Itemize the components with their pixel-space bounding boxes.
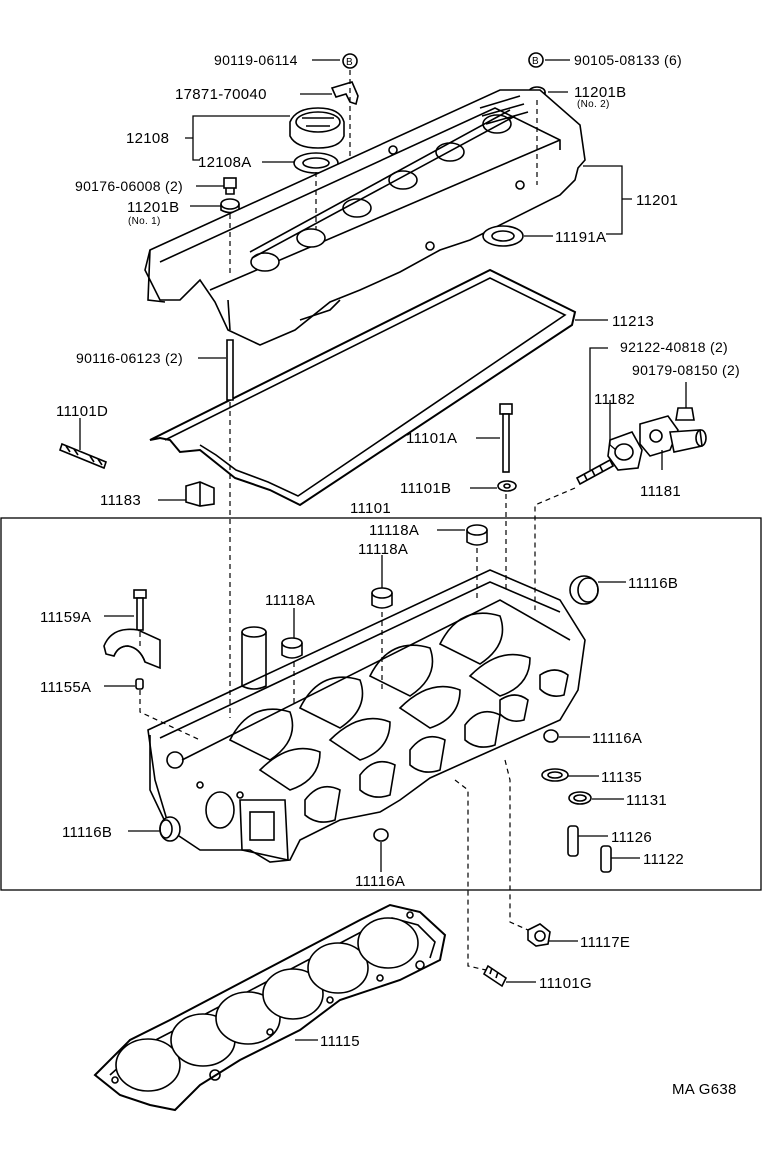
plug-11116a-right[interactable] bbox=[543, 729, 559, 743]
assembly-guide-lines bbox=[139, 70, 576, 971]
callout-11101a: 11101A bbox=[406, 430, 457, 447]
head-cover-gasket[interactable] bbox=[149, 268, 577, 507]
bolt-90176[interactable] bbox=[223, 177, 237, 195]
bolt-90179[interactable] bbox=[675, 407, 695, 421]
seal-11135[interactable] bbox=[541, 768, 569, 782]
cylinder-head-group-box bbox=[0, 517, 762, 891]
badge-letter: B bbox=[532, 56, 539, 67]
callout-11101d: 11101D bbox=[56, 403, 108, 420]
oil-filler-cap[interactable] bbox=[289, 107, 345, 149]
callout-11135: 11135 bbox=[601, 769, 642, 786]
cylinder-head-cover[interactable] bbox=[144, 89, 586, 346]
callout-11201: 11201 bbox=[636, 192, 678, 209]
callout-11183: 11183 bbox=[100, 492, 141, 509]
callout-11122: 11122 bbox=[643, 851, 684, 868]
callout-92122-40818: 92122-40818 (2) bbox=[620, 339, 728, 355]
plug-11116b-left[interactable] bbox=[159, 816, 181, 842]
callout-11191a: 11191A bbox=[555, 229, 606, 246]
seal-plate-11183[interactable] bbox=[185, 481, 215, 507]
callout-11201b-no2-note: (No. 2) bbox=[577, 99, 610, 110]
callout-11213: 11213 bbox=[612, 313, 654, 330]
callout-11117e: 11117E bbox=[580, 934, 630, 951]
callout-11101b: 11101B bbox=[400, 480, 451, 497]
plug-11116b-right[interactable] bbox=[569, 575, 599, 605]
callout-11116a-right: 11116A bbox=[592, 730, 642, 747]
reference-code: MA G638 bbox=[672, 1081, 737, 1098]
cap-nut-90105[interactable]: B bbox=[528, 52, 544, 68]
head-gasket[interactable] bbox=[93, 903, 447, 1112]
callout-labels: 90119-06114 90105-08133 (6) 17871-70040 … bbox=[40, 52, 740, 1098]
callout-11181: 11181 bbox=[640, 483, 681, 500]
callout-11159a: 11159A bbox=[40, 609, 91, 626]
plug-tube[interactable] bbox=[241, 626, 267, 690]
stud-11101g[interactable] bbox=[482, 964, 508, 988]
callout-11116b-left: 11116B bbox=[62, 824, 112, 841]
callout-90176-06008: 90176-06008 (2) bbox=[75, 178, 183, 194]
plug-tube-gasket[interactable] bbox=[482, 225, 524, 247]
plug-11116a-bottom[interactable] bbox=[373, 828, 389, 842]
grommet-11118a-3[interactable] bbox=[281, 637, 303, 659]
pin-11155a[interactable] bbox=[135, 678, 144, 690]
seal-11131[interactable] bbox=[568, 791, 592, 805]
callout-12108: 12108 bbox=[126, 130, 169, 147]
grommet-11118a-2[interactable] bbox=[371, 587, 393, 609]
stud-92122[interactable] bbox=[575, 458, 615, 486]
gasket-11182[interactable] bbox=[607, 431, 643, 471]
callout-11101g: 11101G bbox=[539, 975, 592, 992]
callout-11182: 11182 bbox=[594, 391, 635, 408]
badge-letter: B bbox=[346, 57, 353, 68]
bolt-11159a[interactable] bbox=[133, 589, 147, 631]
washer-11101b[interactable] bbox=[497, 480, 517, 492]
grommet-no1[interactable] bbox=[220, 198, 240, 214]
callout-11101: 11101 bbox=[350, 500, 391, 517]
grommet-11118a-1[interactable] bbox=[466, 524, 488, 546]
leader-lines bbox=[79, 59, 687, 1041]
callout-90105-08133: 90105-08133 (6) bbox=[574, 52, 682, 68]
callout-12108a: 12108A bbox=[198, 154, 252, 171]
callout-90179-08150: 90179-08150 (2) bbox=[632, 362, 740, 378]
callout-11118a-mid: 11118A bbox=[358, 541, 408, 558]
callout-11116a-bottom: 11116A bbox=[355, 873, 405, 890]
stud-11101d[interactable] bbox=[59, 442, 107, 470]
callout-11116b-right: 11116B bbox=[628, 575, 678, 592]
callout-11115: 11115 bbox=[320, 1033, 360, 1050]
callout-90116-06123: 90116-06123 (2) bbox=[76, 350, 183, 366]
callout-11201b-no2: 11201B bbox=[574, 84, 626, 101]
callout-11118a-left: 11118A bbox=[265, 592, 315, 609]
cylinder-head[interactable] bbox=[147, 569, 586, 863]
bearing-cap[interactable] bbox=[103, 628, 161, 670]
guide-11126[interactable] bbox=[567, 825, 579, 857]
stud-90116[interactable] bbox=[226, 339, 234, 401]
water-outlet-11181[interactable] bbox=[639, 415, 707, 457]
callout-11118a-top: 11118A bbox=[369, 522, 419, 539]
callout-90119-06114: 90119-06114 bbox=[214, 52, 298, 68]
callout-11131: 11131 bbox=[626, 792, 667, 809]
guide-11122[interactable] bbox=[600, 845, 612, 873]
bracket-17871[interactable] bbox=[330, 81, 359, 106]
callout-11201b-no1: 11201B bbox=[127, 199, 179, 216]
bolt-11101a[interactable] bbox=[499, 403, 513, 473]
callout-11126: 11126 bbox=[611, 829, 652, 846]
callout-11155a: 11155A bbox=[40, 679, 91, 696]
plug-11117e[interactable] bbox=[527, 923, 551, 947]
callout-17871-70040: 17871-70040 bbox=[175, 86, 267, 103]
cap-nut-90119[interactable]: B bbox=[342, 53, 358, 69]
callout-11201b-no1-note: (No. 1) bbox=[128, 216, 161, 227]
